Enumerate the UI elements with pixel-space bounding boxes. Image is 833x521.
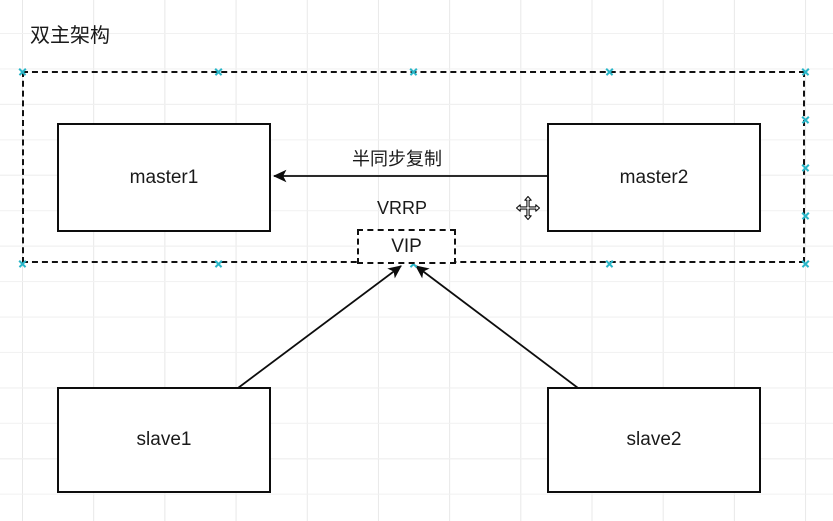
- selection-handle-8[interactable]: [801, 259, 810, 268]
- edge-slave2-to-vip[interactable]: [415, 265, 579, 389]
- selection-handle-3[interactable]: [605, 67, 614, 76]
- node-master1[interactable]: master1: [57, 123, 271, 232]
- selection-handle-11[interactable]: [214, 259, 223, 268]
- selection-handle-5[interactable]: [801, 115, 810, 124]
- selection-handle-6[interactable]: [801, 163, 810, 172]
- node-slave2[interactable]: slave2: [547, 387, 761, 493]
- selection-handle-12[interactable]: [18, 259, 27, 268]
- selection-handle-2[interactable]: [409, 67, 418, 76]
- edge-slave1-to-vip[interactable]: [237, 265, 402, 389]
- node-vip[interactable]: VIP: [357, 229, 456, 264]
- selection-handle-1[interactable]: [214, 67, 223, 76]
- selection-handle-9[interactable]: [605, 259, 614, 268]
- move-cursor-icon: [515, 195, 541, 221]
- edge-label-vrrp: VRRP: [377, 198, 428, 218]
- selection-handle-0[interactable]: [18, 67, 27, 76]
- node-master2[interactable]: master2: [547, 123, 761, 232]
- edge-label-replication: 半同步复制: [352, 149, 442, 169]
- selection-handle-7[interactable]: [801, 211, 810, 220]
- node-slave1[interactable]: slave1: [57, 387, 271, 493]
- selection-handle-4[interactable]: [801, 67, 810, 76]
- page-title: 双主架构: [30, 25, 110, 47]
